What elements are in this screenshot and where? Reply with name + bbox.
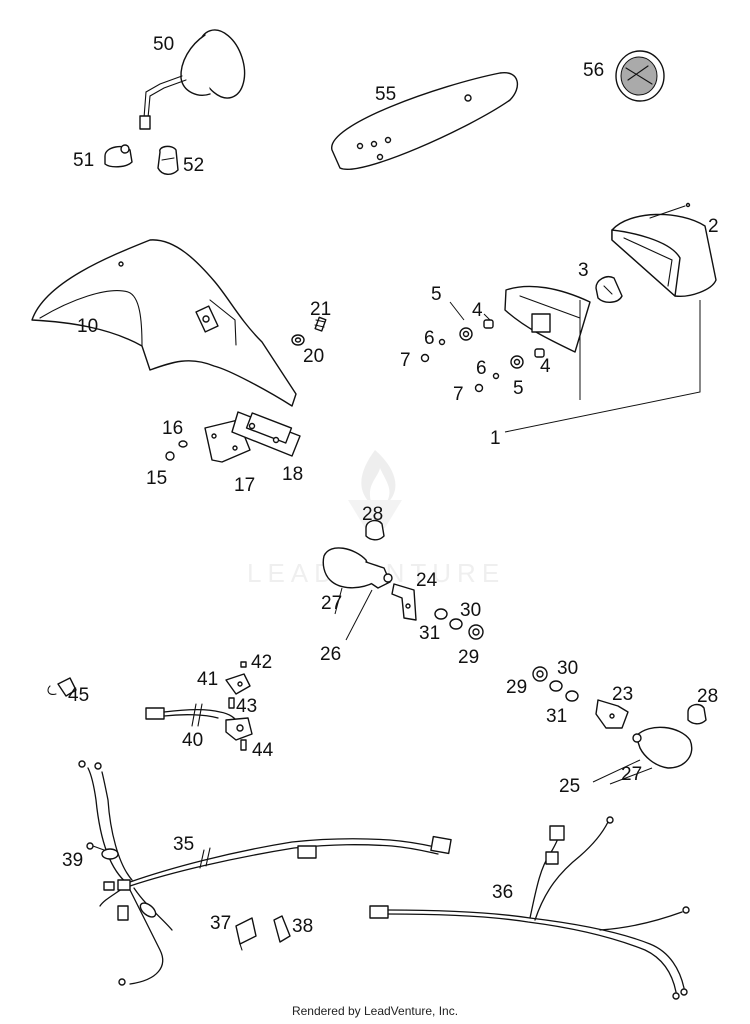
callout-7b: 7 bbox=[453, 384, 464, 405]
bulb-part[interactable] bbox=[687, 703, 707, 725]
callout-29a: 29 bbox=[458, 647, 479, 668]
turn-signal-part[interactable] bbox=[322, 547, 393, 589]
callout-24: 24 bbox=[416, 570, 438, 591]
mirror-bracket-part[interactable] bbox=[157, 145, 179, 175]
nut-part[interactable] bbox=[474, 383, 484, 393]
turn-signal-bracket-part[interactable] bbox=[595, 699, 629, 729]
callout-28a: 28 bbox=[362, 504, 383, 525]
callout-25: 25 bbox=[559, 776, 580, 797]
spacer-part[interactable] bbox=[534, 348, 545, 358]
callout-31a: 31 bbox=[419, 623, 440, 644]
callout-43: 43 bbox=[236, 696, 257, 717]
callout-2: 2 bbox=[708, 216, 719, 237]
callout-20: 20 bbox=[303, 346, 324, 367]
washer-part[interactable] bbox=[565, 690, 579, 702]
callout-16: 16 bbox=[162, 418, 183, 439]
callout-30a: 30 bbox=[460, 600, 481, 621]
callout-6b: 6 bbox=[476, 358, 487, 379]
tail-light-bracket-part[interactable] bbox=[504, 285, 591, 353]
nut-part[interactable] bbox=[532, 666, 548, 682]
washer-part[interactable] bbox=[549, 680, 563, 692]
callout-5a: 5 bbox=[431, 284, 442, 305]
mirror-clamp-part[interactable] bbox=[104, 144, 133, 168]
callout-17: 17 bbox=[234, 475, 255, 496]
callout-29b: 29 bbox=[506, 677, 527, 698]
sensor-bracket-part[interactable] bbox=[225, 673, 251, 695]
callout-3: 3 bbox=[578, 260, 589, 281]
callout-labels: 50 55 56 51 52 2 3 5 4 6 7 6 4 7 5 1 10 … bbox=[62, 34, 719, 937]
washer-part[interactable] bbox=[438, 338, 446, 346]
turn-signal-part[interactable] bbox=[632, 726, 693, 769]
turn-signal-bracket-part[interactable] bbox=[391, 583, 417, 621]
callout-37: 37 bbox=[210, 913, 231, 934]
callout-51: 51 bbox=[73, 150, 94, 171]
callout-27b: 27 bbox=[621, 764, 642, 785]
bulb-part[interactable] bbox=[365, 519, 385, 541]
callout-42: 42 bbox=[251, 652, 272, 673]
callout-21: 21 bbox=[310, 299, 331, 320]
nut-part[interactable] bbox=[510, 355, 524, 369]
callout-31b: 31 bbox=[546, 706, 567, 727]
callout-35: 35 bbox=[173, 834, 194, 855]
callout-44: 44 bbox=[252, 740, 274, 761]
nut-part[interactable] bbox=[459, 327, 473, 341]
callout-27a: 27 bbox=[321, 593, 342, 614]
screw-part[interactable] bbox=[228, 697, 235, 709]
nut-part[interactable] bbox=[165, 451, 175, 461]
spacer-part[interactable] bbox=[483, 319, 494, 329]
callout-4a: 4 bbox=[472, 300, 483, 321]
callout-4b: 4 bbox=[540, 356, 551, 377]
washer-part[interactable] bbox=[434, 608, 448, 620]
callout-28b: 28 bbox=[697, 686, 718, 707]
callout-38: 38 bbox=[292, 916, 313, 937]
license-light-part[interactable] bbox=[231, 411, 301, 457]
callout-36: 36 bbox=[492, 882, 513, 903]
washer-part[interactable] bbox=[449, 618, 463, 630]
mirror-part[interactable] bbox=[139, 24, 253, 130]
washer-part[interactable] bbox=[291, 334, 305, 346]
screw-part[interactable] bbox=[240, 739, 247, 751]
plug-part[interactable] bbox=[47, 677, 77, 697]
callout-41: 41 bbox=[197, 669, 218, 690]
callout-7a: 7 bbox=[400, 350, 411, 371]
callout-23: 23 bbox=[612, 684, 633, 705]
number-plate-part[interactable] bbox=[331, 72, 519, 170]
callout-26: 26 bbox=[320, 644, 341, 665]
cable-part[interactable] bbox=[86, 842, 105, 851]
callout-10: 10 bbox=[77, 316, 98, 337]
tail-light-part[interactable] bbox=[611, 202, 717, 297]
washer-part[interactable] bbox=[178, 440, 188, 448]
callout-55: 55 bbox=[375, 84, 396, 105]
callout-39: 39 bbox=[62, 850, 83, 871]
callout-45: 45 bbox=[68, 685, 89, 706]
callout-18: 18 bbox=[282, 464, 303, 485]
screw-part[interactable] bbox=[314, 316, 327, 332]
callout-56: 56 bbox=[583, 60, 604, 81]
relay-part[interactable] bbox=[235, 917, 257, 951]
wiring-harness-part[interactable] bbox=[369, 816, 690, 1000]
rear-fender-part[interactable] bbox=[31, 239, 297, 407]
callout-52: 52 bbox=[183, 155, 204, 176]
nut-part[interactable] bbox=[468, 624, 484, 640]
footer-credit: Rendered by LeadVenture, Inc. bbox=[291, 1004, 459, 1018]
callout-40: 40 bbox=[182, 730, 203, 751]
wiring-harness-part[interactable] bbox=[78, 760, 452, 986]
nut-part[interactable] bbox=[420, 353, 430, 363]
callout-6a: 6 bbox=[424, 328, 435, 349]
screw-part[interactable] bbox=[240, 661, 247, 668]
callout-1: 1 bbox=[490, 428, 501, 449]
callout-15: 15 bbox=[146, 468, 167, 489]
bulb-part[interactable] bbox=[595, 276, 623, 303]
leader-lines bbox=[334, 300, 701, 785]
sensor-part[interactable] bbox=[225, 717, 253, 741]
reflector-part[interactable] bbox=[615, 50, 665, 102]
callout-50: 50 bbox=[153, 34, 174, 55]
relay-bracket-part[interactable] bbox=[273, 915, 291, 943]
callout-30b: 30 bbox=[557, 658, 578, 679]
washer-part[interactable] bbox=[492, 372, 500, 380]
callout-5b: 5 bbox=[513, 378, 524, 399]
